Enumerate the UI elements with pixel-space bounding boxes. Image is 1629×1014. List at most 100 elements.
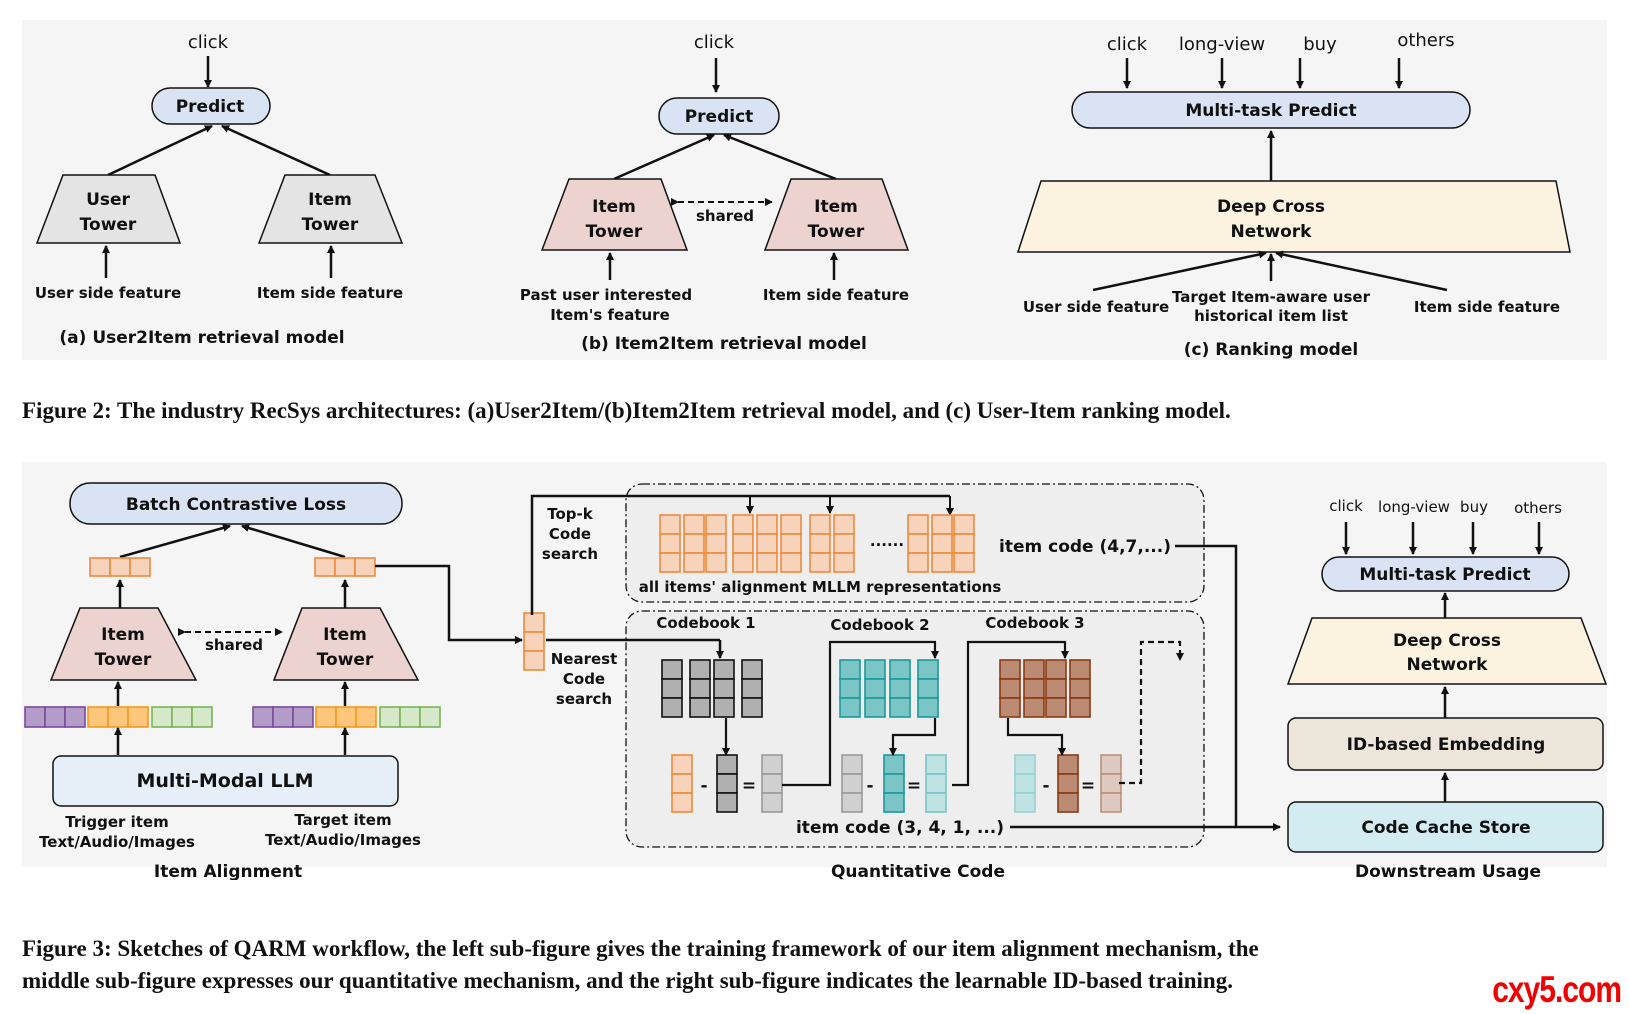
codebook-entry-cell xyxy=(689,659,711,680)
residual-vector-cell xyxy=(716,773,738,794)
embedding-cell xyxy=(354,557,376,577)
all-items-reps-label: all items' alignment MLLM representation… xyxy=(639,578,1002,596)
topk-search-line xyxy=(530,494,950,615)
item-tower-label-2: Tower xyxy=(302,215,359,235)
nearest-label-2: Code xyxy=(563,670,605,688)
item-representation-cell xyxy=(907,533,929,554)
arrow-residual2-to-cb3 xyxy=(952,640,1069,787)
codebook-entry-cell xyxy=(839,659,861,680)
b-right-tower-label-1: Item xyxy=(814,197,858,217)
item-representation-cell xyxy=(907,552,929,573)
minus-operator: - xyxy=(700,776,707,796)
visual-feature-cell xyxy=(24,706,46,728)
b-left-input-line-2: Item's feature xyxy=(550,306,670,324)
id-based-embedding-box xyxy=(1287,717,1604,771)
panel-b-target-click: click xyxy=(694,32,735,53)
residual-vector-cell xyxy=(1100,792,1122,813)
audio-feature-cell xyxy=(191,706,213,728)
query-vector xyxy=(523,612,545,671)
topk-label-3: search xyxy=(542,545,598,563)
item-representation-cell xyxy=(780,514,802,535)
panel-b-right-item-tower xyxy=(763,178,910,251)
ds-dcn-label-1: Deep Cross xyxy=(1393,631,1501,651)
c-history-line-1: Target Item-aware user xyxy=(1172,288,1371,306)
panel-a-user-side-feature: User side feature xyxy=(35,284,181,302)
panel-a-target-click: click xyxy=(188,32,229,53)
c-target-others: others xyxy=(1397,30,1454,51)
ds-multitask-predict-box xyxy=(1321,556,1570,592)
panel-b-item2item: click Predict Item Tower Item Tower shar… xyxy=(520,32,909,354)
item-representation-cell xyxy=(732,552,754,573)
embedding-cell xyxy=(314,557,336,577)
arrow-left-emb-to-loss xyxy=(119,524,231,559)
right-item-embedding xyxy=(314,557,376,577)
codebook-entry-cell xyxy=(864,697,886,718)
item-representation-cell xyxy=(732,514,754,535)
codebook-entry-cell xyxy=(713,659,735,680)
residual-vector-cell xyxy=(761,754,783,775)
arrow-user-tower-to-predict xyxy=(107,124,213,177)
codebook-entry-cell xyxy=(1023,678,1045,699)
ds-dcn-label-2: Network xyxy=(1407,655,1489,675)
residual-vector-cell xyxy=(761,792,783,813)
topk-label-2: Code xyxy=(549,525,591,543)
c-history-line-2: historical item list xyxy=(1194,307,1348,325)
item-representation-cell xyxy=(705,533,727,554)
embedding-cell xyxy=(109,557,131,577)
user-tower-label-2: Tower xyxy=(80,215,137,235)
audio-feature-cell xyxy=(419,706,441,728)
codebook-entry-cell xyxy=(889,697,911,718)
panel-b-left-item-tower xyxy=(540,178,689,251)
alignment-right-item-tower xyxy=(272,607,420,681)
equals-operator: = xyxy=(1081,776,1095,796)
downstream-usage-section: click long-view buy others Multi-task Pr… xyxy=(1286,497,1608,880)
codebook-entry-cell xyxy=(741,678,763,699)
text-feature-cell xyxy=(107,706,129,728)
residual-vector-cell xyxy=(925,773,947,794)
visual-feature-cell xyxy=(64,706,86,728)
codebook-entry-cell xyxy=(999,678,1021,699)
residual-vector-cell xyxy=(1057,792,1079,813)
panel-b-caption: (b) Item2Item retrieval model xyxy=(581,334,867,354)
b-right-tower-label-2: Tower xyxy=(808,222,865,242)
user-tower-label-1: User xyxy=(86,190,130,210)
right-multimodal-features xyxy=(252,706,441,728)
codebook-3 xyxy=(999,659,1091,718)
codebook-entry-cell xyxy=(917,678,939,699)
codebook-entry-cell xyxy=(999,659,1021,680)
watermark: cxy5.com xyxy=(1492,969,1622,1011)
multi-modal-llm-box xyxy=(52,755,399,807)
target-item-label: Target item xyxy=(294,811,391,829)
item-representation-cell xyxy=(780,533,802,554)
c-target-click: click xyxy=(1107,34,1148,55)
panel-c-predict-label: Multi-task Predict xyxy=(1185,101,1356,121)
c-arrow-user-feature xyxy=(1092,250,1267,292)
nearest-label-3: search xyxy=(556,690,612,708)
residual-vector-cell xyxy=(716,754,738,775)
arrow-left-tower-to-predict-b xyxy=(613,133,715,181)
arrow-item-tower-to-predict xyxy=(221,124,331,177)
codebook-entry-cell xyxy=(661,697,683,718)
arrow-right-tower-to-predict-b xyxy=(723,133,837,181)
text-feature-cell xyxy=(315,706,337,728)
audio-feature-cell xyxy=(379,706,401,728)
residual-vector-cell xyxy=(841,773,863,794)
panel-b-predict-label: Predict xyxy=(685,107,754,127)
b-right-input: Item side feature xyxy=(763,286,909,304)
item-representation-cell xyxy=(953,514,975,535)
item-representation-cell xyxy=(809,514,831,535)
item-representation-cell xyxy=(931,533,953,554)
item-representation-cell xyxy=(931,552,953,573)
arrow-emb-to-query xyxy=(375,564,523,644)
trigger-item-label: Trigger item xyxy=(65,813,169,831)
residual-vector-cell xyxy=(883,754,905,775)
residual-vector-cell xyxy=(1057,754,1079,775)
item-representation-cell xyxy=(780,552,802,573)
audio-feature-cell xyxy=(171,706,193,728)
item-representation-cell xyxy=(809,533,831,554)
quantitative-code-title: Quantitative Code xyxy=(831,862,1005,880)
panel-a-caption: (a) User2Item retrieval model xyxy=(59,328,344,348)
residual-vector-cell xyxy=(671,754,693,775)
visual-feature-cell xyxy=(44,706,66,728)
item-representation-cell xyxy=(659,514,681,535)
